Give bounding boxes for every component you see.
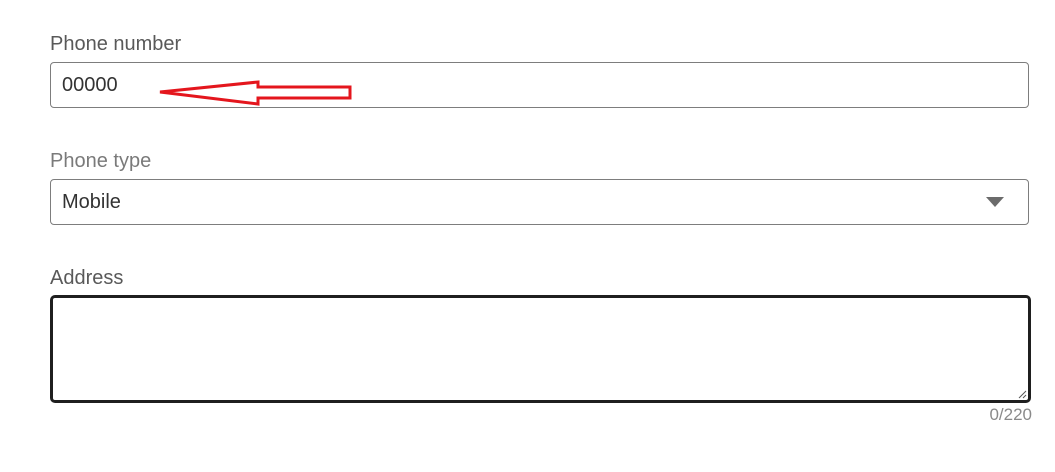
phone-number-input[interactable]: 00000 [50, 62, 1029, 108]
resize-grip-icon[interactable] [1017, 389, 1027, 399]
address-char-counter: 0/220 [989, 405, 1032, 424]
phone-number-label: Phone number [50, 33, 182, 55]
address-label: Address [50, 267, 124, 289]
phone-type-selected-value: Mobile [62, 190, 121, 213]
chevron-down-icon[interactable] [986, 197, 1004, 207]
phone-type-label: Phone type [50, 150, 152, 172]
address-textarea[interactable] [50, 295, 1031, 403]
phone-number-value: 00000 [62, 73, 118, 96]
arrow-left-annotation-icon [159, 80, 352, 106]
phone-type-select[interactable]: Mobile [50, 179, 1029, 225]
